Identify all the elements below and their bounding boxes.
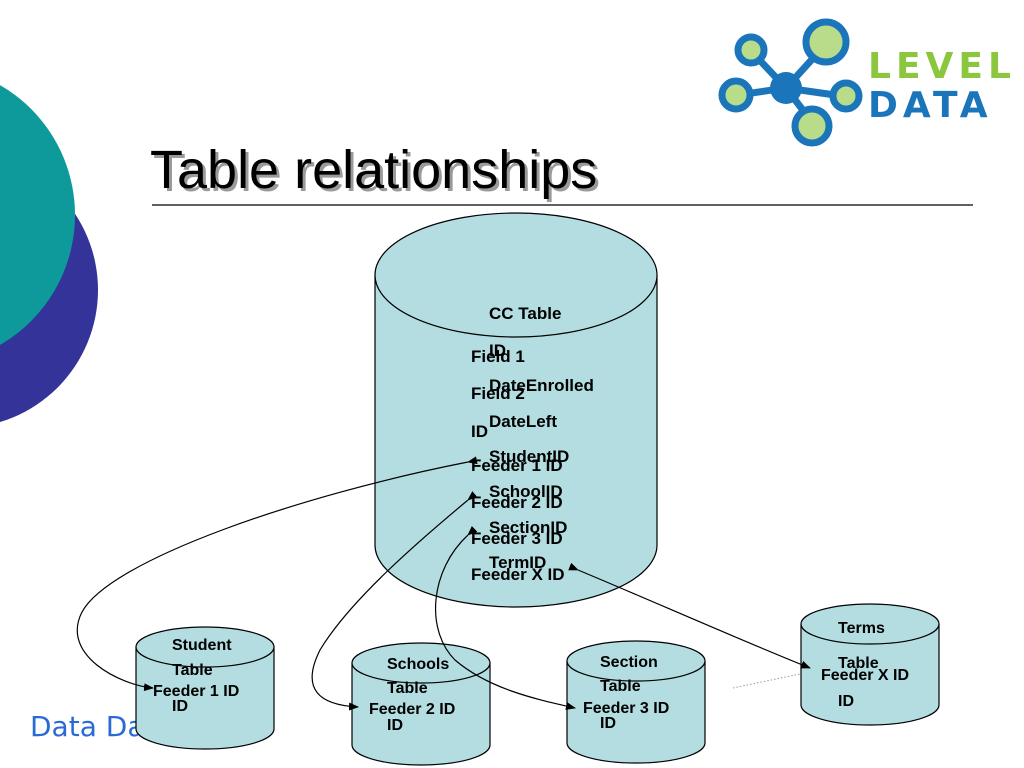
page-title: Table relationships (150, 140, 597, 200)
schools-table-key: ID (387, 717, 403, 734)
section-table-field: Feeder 3 ID (583, 700, 669, 717)
student-table-cylinder: Student Table ID Feeder 1 ID (135, 626, 275, 750)
student-table-name: Student (172, 637, 232, 654)
cc-table-cylinder: CC Table ID DateEnrolled DateLeft Studen… (374, 212, 658, 608)
terms-table-key: ID (838, 693, 854, 710)
terms-table-field: Feeder X ID (821, 667, 909, 684)
field-label-3: ID (471, 422, 488, 441)
section-table-body (566, 661, 706, 764)
page-title-shadow: Table relationships (153, 143, 600, 203)
logo-word-level: LEVEL (868, 46, 1016, 87)
field-label-5: Feeder 2 ID (471, 493, 563, 512)
cc-table-top (374, 212, 658, 338)
relation-terms-to-feederx (568, 562, 811, 669)
relation-student-to-feeder1 (76, 456, 478, 692)
field-value-4: SchoolID (489, 482, 563, 501)
field-label-1: Field 1 (471, 347, 525, 366)
student-table-field: Feeder 1 ID (153, 683, 239, 700)
field-value-1: DateEnrolled (489, 376, 594, 395)
logo-word-data: DATA (868, 85, 993, 126)
relation-section-to-feeder3 (435, 525, 576, 710)
schools-table-field: Feeder 2 ID (369, 701, 455, 718)
field-label-7: Feeder X ID (471, 565, 565, 584)
cc-table-name-id: ID (489, 341, 506, 360)
student-table-name-2: Table (172, 662, 213, 679)
cc-table-name: CC Table (489, 304, 561, 323)
level-data-logo: LEVEL DATA (718, 18, 1016, 147)
relation-schools-to-feeder2 (311, 491, 478, 711)
student-table-key: ID (172, 698, 188, 715)
terms-table-name-2: Table (838, 655, 879, 672)
field-label-4: Feeder 1 ID (471, 456, 563, 475)
dotted-connector (732, 673, 801, 689)
decorative-circle-teal (0, 85, 75, 345)
terms-table-body (800, 624, 940, 726)
schools-table-name-2: Table (387, 680, 428, 697)
field-value-2: DateLeft (489, 412, 557, 431)
terms-table-name: Terms (838, 620, 885, 637)
schools-table-name: Schools (387, 656, 449, 673)
field-value-3: StudentID (489, 447, 569, 466)
section-table-cylinder: Section Table ID Feeder 3 ID (566, 640, 706, 764)
section-table-name: Section (600, 654, 658, 671)
field-label-6: Feeder 3 ID (471, 529, 563, 548)
terms-table-cylinder: Terms Table ID Feeder X ID (800, 603, 940, 726)
field-label-2: Field 2 (471, 384, 525, 403)
section-table-name-2: Table (600, 678, 641, 695)
section-table-key: ID (600, 715, 616, 732)
schools-table-cylinder: Schools Table ID Feeder 2 ID (351, 642, 491, 766)
logo-icon (718, 18, 863, 147)
